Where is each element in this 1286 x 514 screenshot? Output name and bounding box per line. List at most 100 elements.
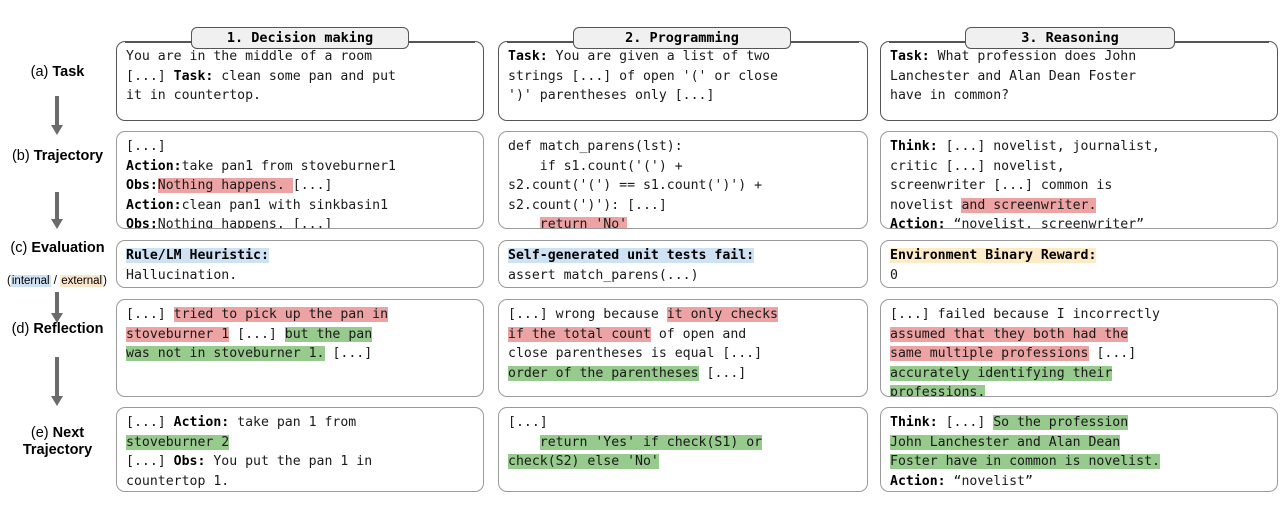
text-line: countertop 1. [126, 472, 475, 491]
sublabel-external: external [60, 275, 104, 287]
text-span: [...] [126, 454, 174, 470]
text-span [508, 217, 540, 228]
cell-reflection-decision: [...] tried to pick up the pan in stovebu… [116, 299, 484, 397]
stage-label-task: (a) Task [0, 64, 115, 81]
text-span: Task: [890, 49, 930, 64]
stage-label-next: (e) Next Trajectory [0, 425, 115, 459]
text-span: Action: [890, 217, 946, 229]
text-line: You are in the middle of a room [126, 47, 475, 67]
highlight-red: assumed that they both had the [890, 326, 1129, 342]
text-span: strings [...] of open '(' or close [508, 68, 778, 84]
text-span: clean some pan and put [213, 68, 396, 84]
stage-tag-next: (e) [30, 425, 49, 441]
stage-tag-reflection: (d) [11, 321, 30, 337]
text-line: Think: [...] So the profession [890, 413, 1269, 433]
text-line: novelist and screenwriter. [890, 196, 1269, 216]
text-line: Action:take pan1 from stoveburner1 [126, 157, 475, 177]
highlight-red: stoveburner 1 [126, 326, 230, 342]
highlight-green: was not in stoveburner 1. [126, 346, 325, 362]
text-line: ')' parentheses only [...] [508, 86, 859, 106]
text-line: Foster have in common is novelist. [890, 452, 1269, 472]
text-span: [...] [126, 68, 174, 84]
text-line: Lanchester and Alan Dean Foster [890, 67, 1269, 87]
column-title-reasoning: 3. Reasoning [965, 27, 1175, 49]
highlight-blue: Rule/LM Heuristic: [126, 248, 269, 263]
text-line: def match_parens(lst): [508, 137, 859, 157]
text-span: novelist [890, 197, 962, 213]
text-span: [...] [324, 346, 373, 362]
text-span: of open and [650, 326, 747, 342]
tab-connector-left-reasoning [889, 42, 965, 44]
flow-arrow-4-icon [51, 357, 63, 406]
cell-evaluation-decision: Rule/LM Heuristic: Hallucination. [116, 240, 484, 288]
text-span: Hallucination. [126, 267, 238, 283]
text-line: critic [...] novelist, [890, 157, 1269, 177]
text-span: take pan1 from stoveburner1 [181, 158, 396, 174]
text-line: stoveburner 1 [...] but the pan [126, 325, 475, 345]
text-span: have in common? [890, 88, 1010, 104]
text-span: s2.count(')'): [...] [508, 197, 667, 213]
text-line: was not in stoveburner 1. [...] [126, 344, 475, 364]
flow-arrow-3-icon [51, 292, 63, 323]
text-span: [...] [126, 139, 166, 154]
highlight-green: stoveburner 2 [126, 434, 230, 450]
text-line: [...] [508, 413, 859, 433]
text-line: [...] Task: clean some pan and put [126, 67, 475, 87]
stage-label-reflection: (d) Reflection [0, 321, 115, 338]
tab-connector-right-reasoning [1175, 42, 1269, 44]
text-span: [...] failed because I incorrectly [890, 307, 1160, 322]
text-span: [...] [508, 415, 548, 430]
text-span [508, 435, 540, 450]
text-span: 0 [890, 267, 898, 283]
stage-tag-task: (a) [30, 64, 49, 80]
text-line: assumed that they both had the [890, 325, 1269, 345]
text-line: Task: What profession does John [890, 47, 1269, 67]
cell-trajectory-programming: def match_parens(lst): if s1.count('(') … [498, 131, 868, 229]
text-span: Lanchester and Alan Dean Foster [890, 68, 1137, 84]
text-span: [...] [937, 415, 994, 430]
cell-evaluation-programming: Self-generated unit tests fail:assert ma… [498, 240, 868, 288]
highlight-green: but the pan [284, 326, 373, 342]
text-span: assert match_parens(...) [508, 267, 699, 283]
highlight-red: tried to pick up the pan in [173, 307, 389, 322]
text-line: return 'Yes' if check(S1) or [508, 433, 859, 453]
text-line: stoveburner 2 [126, 433, 475, 453]
text-span: “novelist” [945, 473, 1033, 489]
text-span: close parentheses is equal [...] [508, 346, 763, 362]
text-span: You are given a list of two [547, 49, 771, 64]
text-line: [...] Obs: You put the pan 1 in [126, 452, 475, 472]
text-line: Rule/LM Heuristic: [126, 246, 475, 266]
tab-connector-left-decision [125, 42, 191, 44]
stage-name-trajectory: Trajectory [33, 148, 104, 164]
highlight-red: return 'No' [539, 217, 628, 228]
sublabel-close-paren: ) [103, 275, 107, 287]
text-line: Obs:Nothing happens. [...] [126, 176, 475, 196]
text-span: Obs: [173, 454, 206, 470]
text-span: You put the pan 1 in [205, 454, 373, 470]
text-span: [...] [126, 415, 174, 430]
highlight-green: professions. [890, 385, 986, 396]
text-line: Action: “novelist, screenwriter” [890, 215, 1269, 229]
stage-name-evaluation: Evaluation [31, 240, 105, 256]
text-span: screenwriter [...] common is [890, 178, 1113, 194]
text-line: have in common? [890, 86, 1269, 106]
stage-label-trajectory: (b) Trajectory [0, 148, 115, 165]
text-span: Action: [126, 197, 182, 213]
stage-name-task: Task [52, 64, 85, 80]
stage-tag-evaluation: (c) [10, 240, 28, 256]
text-span: Action: [890, 473, 946, 489]
highlight-red: same multiple professions [890, 346, 1089, 362]
text-line: assert match_parens(...) [508, 266, 859, 286]
text-span: Task: [173, 68, 214, 84]
text-span: [...] [229, 326, 285, 342]
cell-next-programming: [...] return 'Yes' if check(S1) or check(… [498, 407, 868, 492]
highlight-green: Foster have in common is novelist. [890, 454, 1160, 470]
text-span: [...] wrong because [508, 307, 667, 322]
text-line: Think: [...] novelist, journalist, [890, 137, 1269, 157]
text-line: if s1.count('(') + [508, 157, 859, 177]
highlight-green: return 'Yes' if check(S1) or [539, 434, 763, 450]
highlight-green: check(S2) else 'No' [508, 454, 659, 470]
sublabel-internal: internal [10, 275, 51, 287]
